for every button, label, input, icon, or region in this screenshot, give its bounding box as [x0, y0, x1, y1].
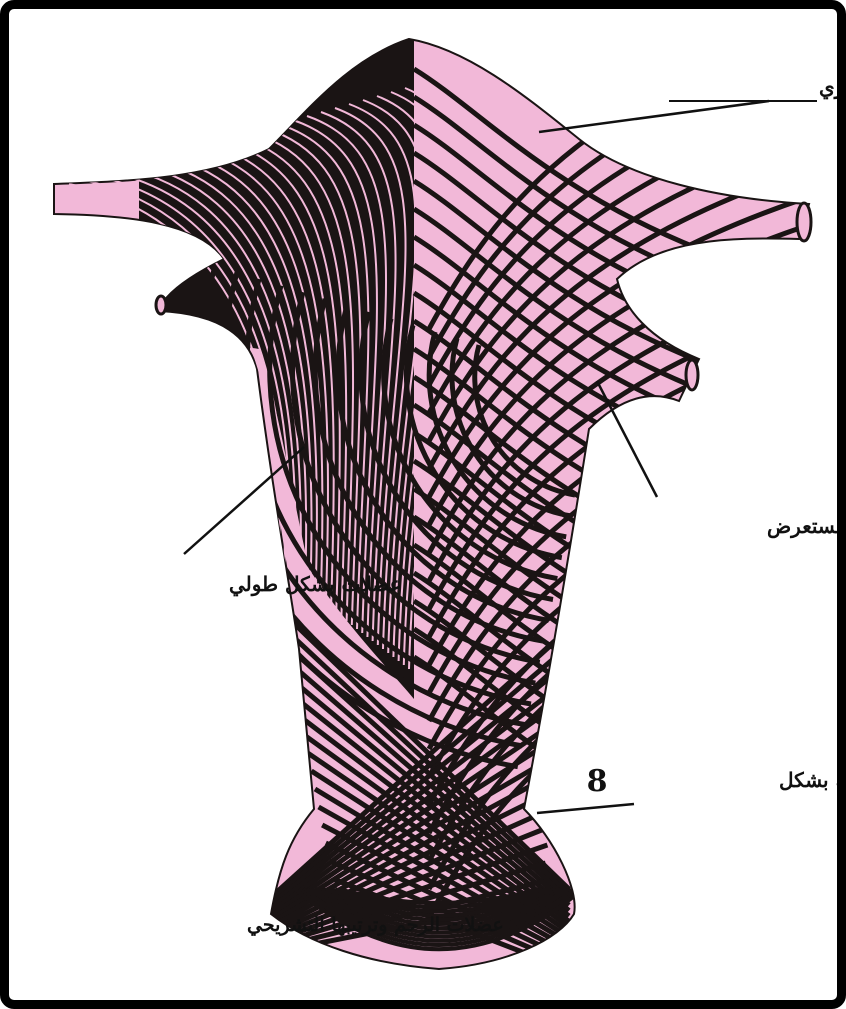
- label-circular: عضلات بشكل دائري: [819, 75, 846, 100]
- pointer-circular: [539, 101, 769, 132]
- tube-end: [797, 203, 811, 241]
- label-interlaced: عضلات متشابكه بشكل: [779, 768, 846, 792]
- label-longitudinal: عضلات بشكل طولي: [229, 572, 402, 597]
- label-transverse: عضلات بشكل مستعرض: [767, 514, 846, 539]
- pointer-interlaced: [537, 804, 634, 813]
- ligament-end-left: [156, 296, 166, 314]
- uterus-muscle-diagram: عضلات بشكل دائري عضلات بشكل مستعرض عضلات…: [9, 9, 846, 1009]
- figure-eight-symbol: 8: [587, 764, 608, 799]
- ligament-end-right: [686, 360, 698, 390]
- figure-caption: عضلات الرحم وترتيبها التشريحي: [247, 914, 504, 937]
